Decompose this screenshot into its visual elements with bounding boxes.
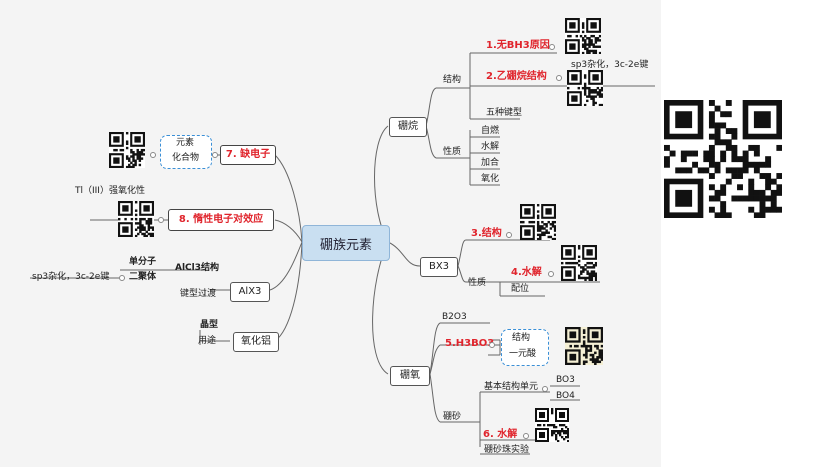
topic-crystal-form[interactable]: 晶型 bbox=[200, 320, 219, 330]
note-tl-oxidizing: Tl（III）强氧化性 bbox=[75, 186, 145, 196]
topic-h3bo3[interactable]: 5.H3BO3 bbox=[445, 338, 495, 349]
qr-code-icon bbox=[118, 201, 155, 241]
topic-pengwan-jiegou[interactable]: 结构 bbox=[443, 75, 462, 85]
qr-code-icon bbox=[109, 132, 146, 172]
prop-yanghua[interactable]: 氧化 bbox=[481, 174, 500, 184]
qr-code-icon bbox=[565, 327, 604, 369]
topic-h3bo3-structure[interactable]: 结构 bbox=[512, 333, 531, 343]
h3bo3-group bbox=[501, 329, 549, 366]
connector-lines bbox=[30, 52, 655, 455]
qr-code-icon bbox=[565, 18, 602, 58]
topic-inert-pair-effect[interactable]: 8. 惰性电子对效应 bbox=[168, 209, 274, 231]
topic-b2o3[interactable]: B2O3 bbox=[442, 312, 467, 322]
qr-code-icon bbox=[520, 204, 557, 244]
qr-code-icon bbox=[561, 245, 598, 285]
topic-element[interactable]: 元素 bbox=[176, 138, 195, 148]
topic-alcl3-structure[interactable]: AlCl3结构 bbox=[175, 263, 220, 273]
prop-shuijie[interactable]: 水解 bbox=[481, 142, 500, 152]
topic-coordination[interactable]: 配位 bbox=[511, 284, 530, 294]
topic-electron-deficient[interactable]: 7. 缺电子 bbox=[220, 145, 276, 165]
qr-code-icon bbox=[664, 100, 783, 222]
topic-monomer[interactable]: 单分子 bbox=[129, 257, 157, 267]
prop-zìrán[interactable]: 自燃 bbox=[481, 126, 500, 136]
note-diborane-bonding: sp3杂化，3c-2e键 bbox=[571, 60, 649, 70]
topic-diborane-structure[interactable]: 2.乙硼烷结构 bbox=[486, 71, 547, 82]
electron-deficient-group bbox=[160, 135, 212, 169]
mind-map-canvas: 硼族元素 硼烷 结构 1.无BH3原因 sp3杂化，3c-2e键 2.乙硼烷结构… bbox=[0, 0, 661, 467]
central-topic[interactable]: 硼族元素 bbox=[302, 225, 390, 261]
topic-bx3-hydrolysis[interactable]: 4.水解 bbox=[511, 267, 542, 278]
topic-alumina[interactable]: 氧化铝 bbox=[233, 332, 279, 352]
topic-bx3-xingzhi[interactable]: 性质 bbox=[468, 278, 487, 288]
topic-compound[interactable]: 化合物 bbox=[172, 153, 200, 163]
qr-code-icon bbox=[535, 408, 570, 446]
topic-bx3[interactable]: BX3 bbox=[420, 257, 458, 277]
note-alcl3-bonding: sp3杂化，3c-2e键 bbox=[32, 272, 110, 282]
topic-pengwan[interactable]: 硼烷 bbox=[389, 117, 427, 137]
topic-alx3[interactable]: AlX3 bbox=[230, 282, 270, 302]
qr-code-icon bbox=[567, 70, 604, 110]
topic-pengyang[interactable]: 硼氧 bbox=[390, 366, 430, 386]
topic-uses[interactable]: 用途 bbox=[198, 336, 217, 346]
unit-bo4[interactable]: BO4 bbox=[556, 391, 575, 401]
topic-bx3-structure[interactable]: 3.结构 bbox=[471, 228, 502, 239]
topic-dimer[interactable]: 二聚体 bbox=[129, 272, 157, 282]
topic-borax-bead[interactable]: 硼砂珠实验 bbox=[484, 445, 530, 455]
topic-five-bond-types[interactable]: 五种键型 bbox=[486, 108, 523, 118]
topic-pengwan-xingzhi[interactable]: 性质 bbox=[443, 147, 462, 157]
topic-borax[interactable]: 硼砂 bbox=[443, 412, 462, 422]
prop-jiahe[interactable]: 加合 bbox=[481, 158, 500, 168]
topic-basic-unit[interactable]: 基本结构单元 bbox=[484, 382, 539, 392]
unit-bo3[interactable]: BO3 bbox=[556, 375, 575, 385]
topic-borax-hydrolysis[interactable]: 6. 水解 bbox=[483, 429, 518, 440]
topic-no-bh3-reason[interactable]: 1.无BH3原因 bbox=[486, 40, 550, 51]
topic-monoprotic-acid[interactable]: 一元酸 bbox=[509, 349, 537, 359]
topic-bond-transition[interactable]: 键型过渡 bbox=[180, 289, 217, 299]
